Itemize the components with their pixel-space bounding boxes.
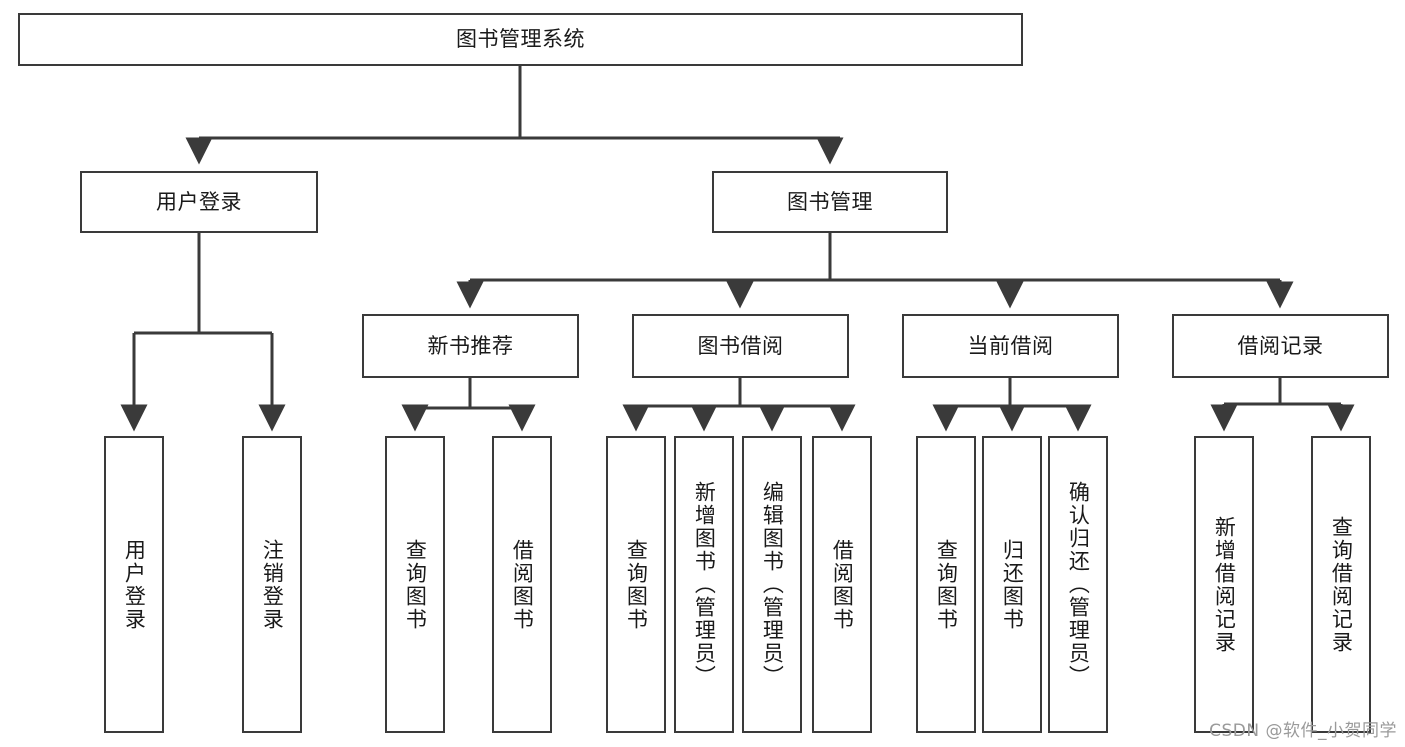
leaf-current-borrow-confirm-label: 确认归还（管理员） <box>1066 481 1091 688</box>
node-book-borrow[interactable]: 图书借阅 <box>632 314 849 378</box>
node-new-book-recommend[interactable]: 新书推荐 <box>362 314 579 378</box>
leaf-borrow-record-add[interactable]: 新增借阅记录 <box>1194 436 1254 733</box>
leaf-new-book-query-label: 查询图书 <box>403 538 428 631</box>
node-borrow-record-label: 借阅记录 <box>1237 333 1324 358</box>
leaf-user-login-login[interactable]: 用户登录 <box>104 436 164 733</box>
leaf-new-book-query[interactable]: 查询图书 <box>385 436 445 733</box>
node-borrow-record[interactable]: 借阅记录 <box>1172 314 1389 378</box>
node-root[interactable]: 图书管理系统 <box>18 13 1023 66</box>
leaf-book-borrow-borrow-label: 借阅图书 <box>830 538 855 631</box>
node-book-borrow-label: 图书借阅 <box>697 333 784 358</box>
watermark: CSDN @软件_小贺同学 <box>1209 721 1397 741</box>
node-user-login-label: 用户登录 <box>156 189 242 214</box>
leaf-user-login-logout[interactable]: 注销登录 <box>242 436 302 733</box>
node-current-borrow[interactable]: 当前借阅 <box>902 314 1119 378</box>
leaf-borrow-record-add-label: 新增借阅记录 <box>1212 515 1237 654</box>
leaf-current-borrow-return-label: 归还图书 <box>1000 538 1025 631</box>
leaf-new-book-borrow-label: 借阅图书 <box>510 538 535 631</box>
leaf-book-borrow-edit[interactable]: 编辑图书（管理员） <box>742 436 802 733</box>
node-new-book-recommend-label: 新书推荐 <box>427 333 514 358</box>
leaf-borrow-record-query[interactable]: 查询借阅记录 <box>1311 436 1371 733</box>
leaf-current-borrow-confirm[interactable]: 确认归还（管理员） <box>1048 436 1108 733</box>
leaf-current-borrow-return[interactable]: 归还图书 <box>982 436 1042 733</box>
node-book-management[interactable]: 图书管理 <box>712 171 948 233</box>
leaf-book-borrow-edit-label: 编辑图书（管理员） <box>760 481 785 688</box>
leaf-current-borrow-query[interactable]: 查询图书 <box>916 436 976 733</box>
leaf-book-borrow-add-label: 新增图书（管理员） <box>692 481 717 688</box>
node-book-management-label: 图书管理 <box>787 189 873 214</box>
node-current-borrow-label: 当前借阅 <box>967 333 1054 358</box>
leaf-user-login-login-label: 用户登录 <box>122 538 147 631</box>
leaf-current-borrow-query-label: 查询图书 <box>934 538 959 631</box>
node-user-login[interactable]: 用户登录 <box>80 171 318 233</box>
leaf-user-login-logout-label: 注销登录 <box>260 538 285 631</box>
leaf-new-book-borrow[interactable]: 借阅图书 <box>492 436 552 733</box>
leaf-book-borrow-query[interactable]: 查询图书 <box>606 436 666 733</box>
leaf-book-borrow-borrow[interactable]: 借阅图书 <box>812 436 872 733</box>
leaf-book-borrow-query-label: 查询图书 <box>624 538 649 631</box>
leaf-borrow-record-query-label: 查询借阅记录 <box>1329 515 1354 654</box>
leaf-book-borrow-add[interactable]: 新增图书（管理员） <box>674 436 734 733</box>
node-root-label: 图书管理系统 <box>456 27 585 52</box>
